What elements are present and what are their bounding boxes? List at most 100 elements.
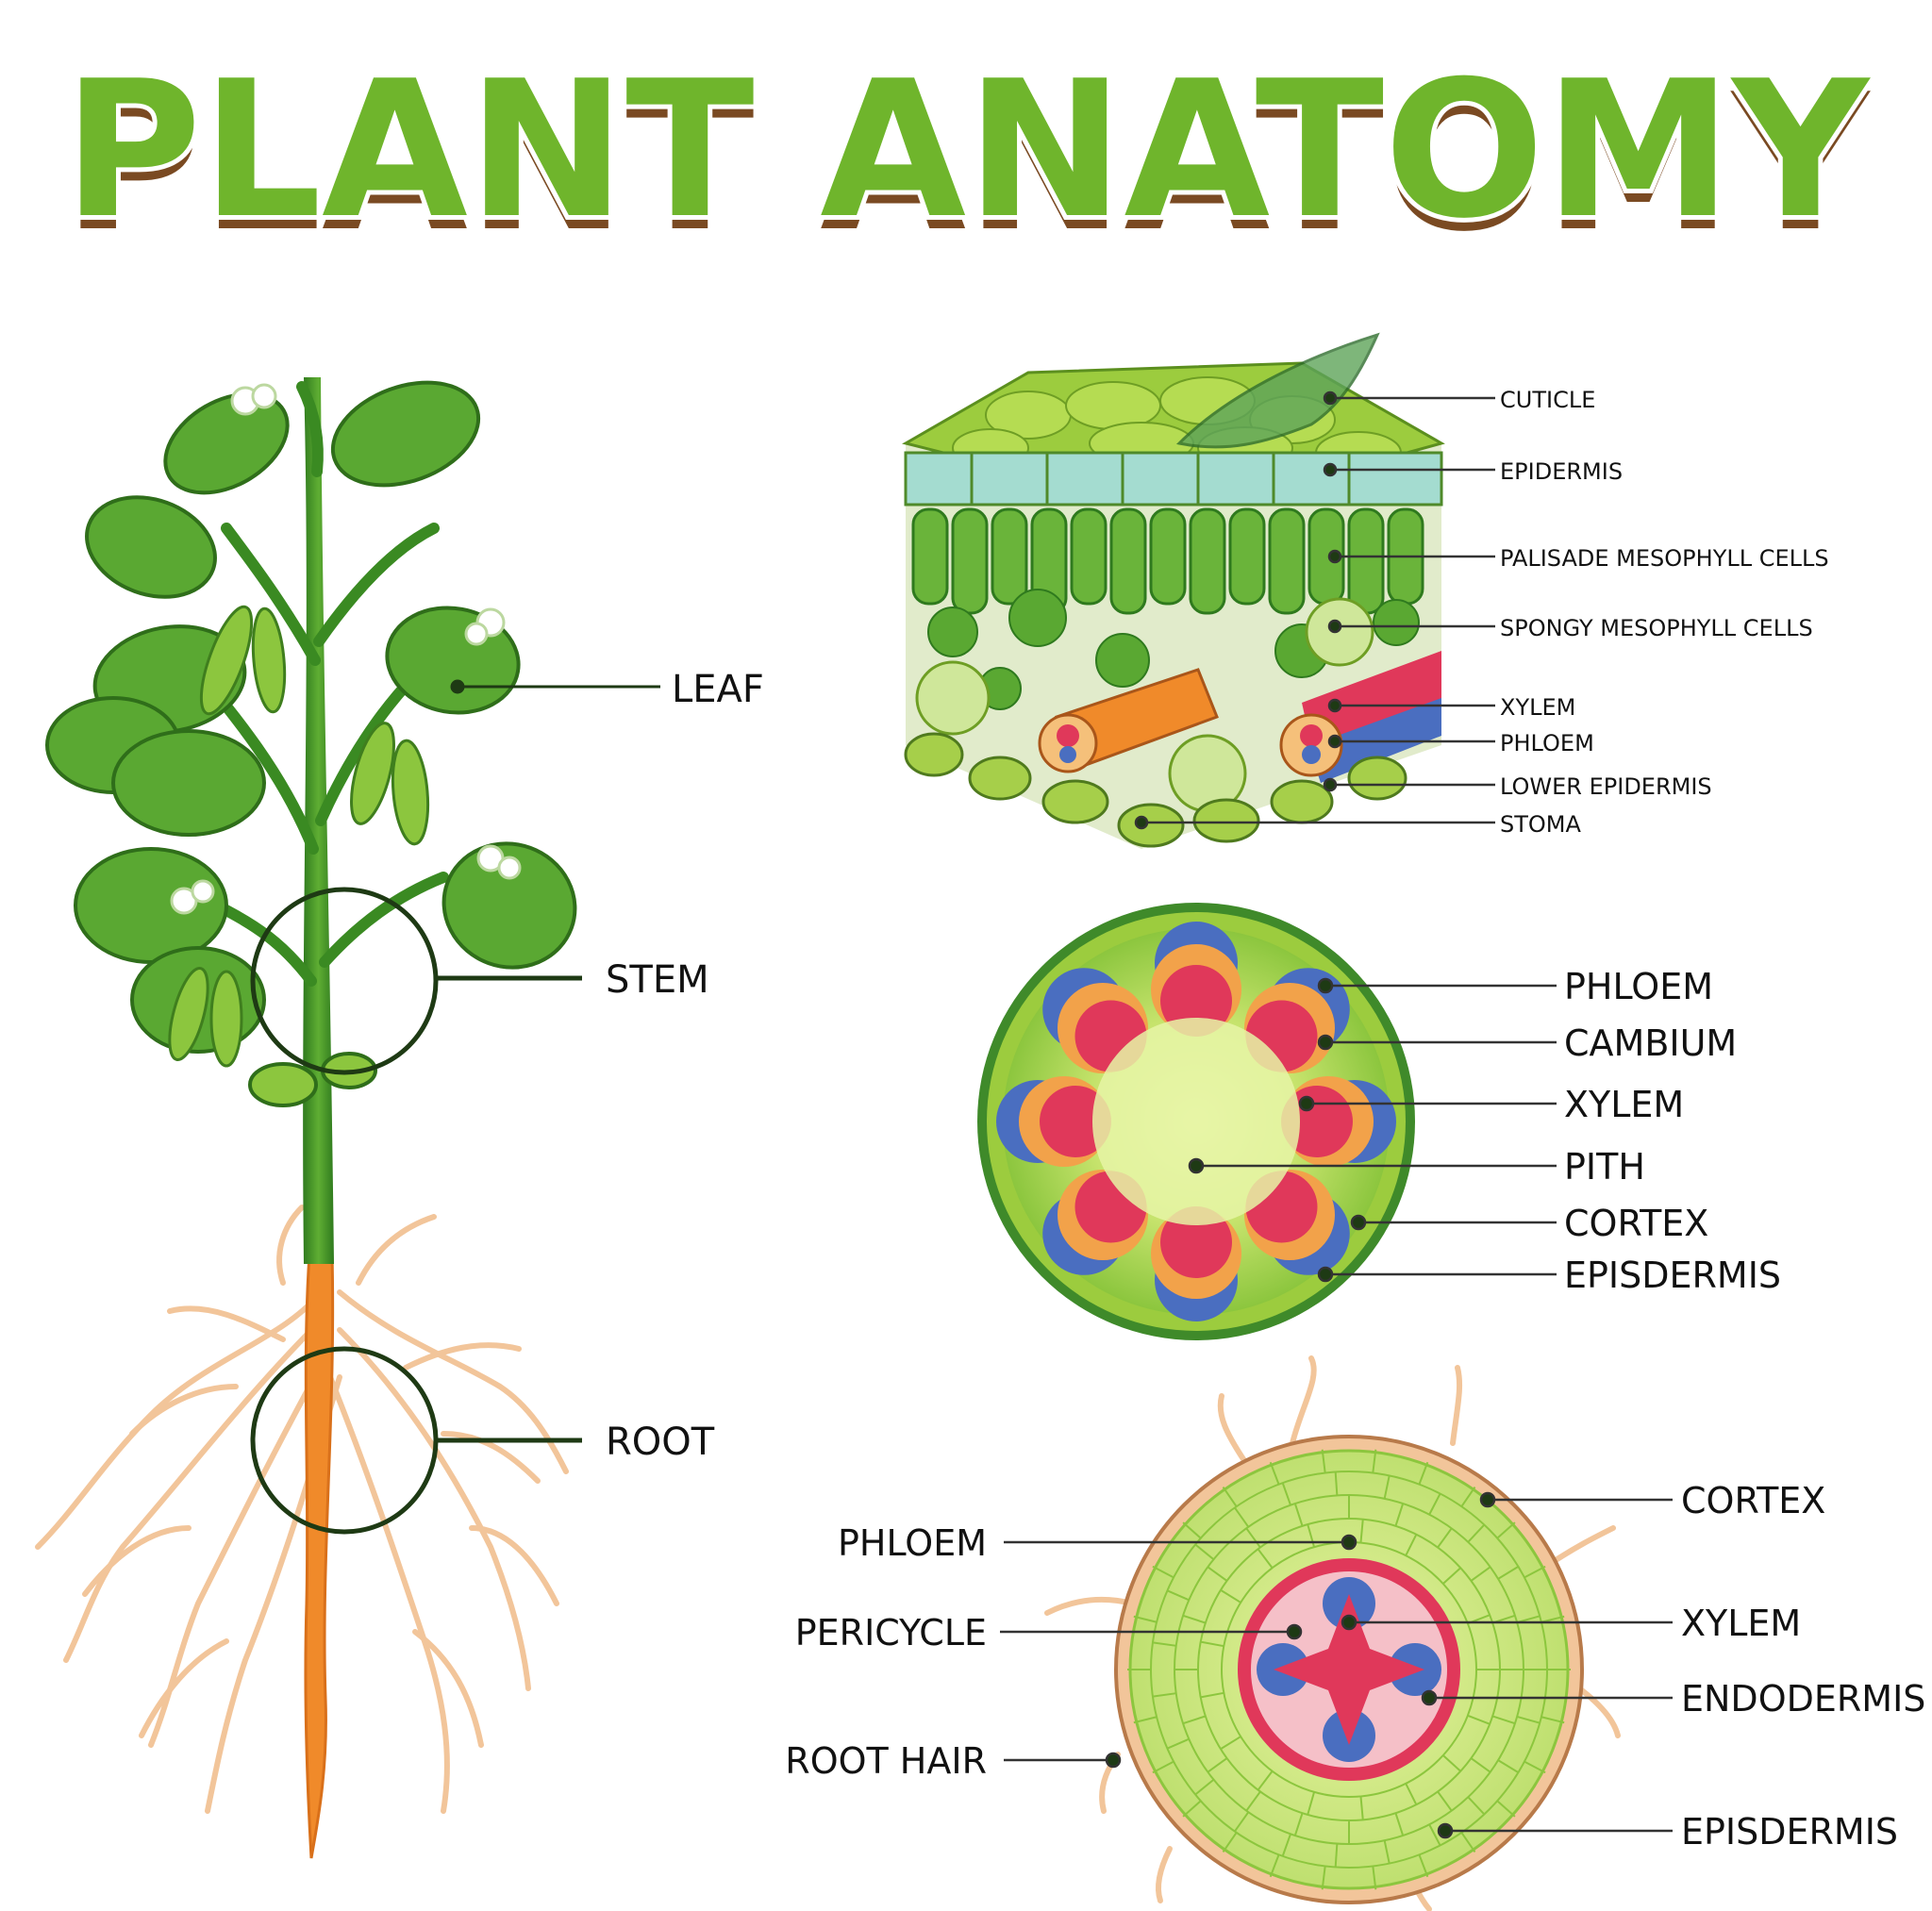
cortex-cell-wall bbox=[1442, 1567, 1461, 1585]
leaf-label-lower-epidermis: LOWER EPIDERMIS bbox=[1500, 773, 1712, 800]
cortex-cell-wall bbox=[1524, 1760, 1546, 1774]
root-label-endodermis: ENDODERMIS bbox=[1681, 1678, 1925, 1720]
cortex-cell-wall bbox=[1334, 1471, 1339, 1496]
cortex-cell-wall bbox=[1207, 1566, 1228, 1582]
cortex-cell-wall bbox=[1257, 1770, 1274, 1791]
cortex-cell-wall bbox=[1428, 1823, 1441, 1846]
leaf-label-cuticle: CUTICLE bbox=[1500, 387, 1595, 413]
root-label-pericycle: PERICYCLE bbox=[795, 1612, 987, 1653]
roots bbox=[35, 1205, 569, 1814]
cortex-cell-wall bbox=[1182, 1521, 1202, 1539]
cortex-cell-wall bbox=[1383, 1839, 1391, 1864]
plant-pointers bbox=[436, 679, 660, 1443]
leaf-labels: CUTICLE EPIDERMIS PALISADE MESOPHYLL CEL… bbox=[1500, 387, 1829, 838]
cortex-cell-wall bbox=[1321, 1449, 1326, 1473]
leaf-cross-section: CUTICLE EPIDERMIS PALISADE MESOPHYLL CEL… bbox=[902, 332, 1829, 849]
cortex-cell-wall bbox=[1442, 1754, 1461, 1772]
cortex-cell-wall bbox=[1541, 1716, 1565, 1724]
root-label-episdermis: EPISDERMIS bbox=[1681, 1811, 1898, 1853]
stem-labels: PHLOEM CAMBIUM XYLEM PITH CORTEX EPISDER… bbox=[1564, 966, 1781, 1296]
cortex-cell-wall bbox=[1467, 1523, 1486, 1543]
cortex-cell-wall bbox=[1394, 1503, 1405, 1527]
leaf-pointers bbox=[1134, 391, 1495, 830]
cortex-cell-wall bbox=[1496, 1521, 1516, 1539]
cortex-cell-wall bbox=[1418, 1461, 1429, 1486]
cortex-cell-wall bbox=[1321, 1866, 1326, 1890]
stem-label-xylem: XYLEM bbox=[1564, 1084, 1684, 1125]
cortex-cell-wall bbox=[1467, 1796, 1486, 1816]
cortex-cell-wall bbox=[1405, 1534, 1418, 1556]
cortex-cell-wall bbox=[1383, 1475, 1391, 1500]
title-text: PLANT ANATOMY bbox=[63, 41, 1871, 260]
cortex-cell-wall bbox=[1372, 1866, 1377, 1890]
leaf-label-phloem: PHLOEM bbox=[1500, 730, 1594, 756]
root-cortex-cells bbox=[1127, 1449, 1571, 1890]
cortex-cell-wall bbox=[1194, 1543, 1215, 1561]
cortex-cell-wall bbox=[1257, 1548, 1274, 1569]
leaf-label-xylem: XYLEM bbox=[1500, 694, 1575, 721]
stem-pointers bbox=[1188, 977, 1557, 1283]
cortex-cell-wall bbox=[1293, 1503, 1304, 1527]
leaf-label-spongy: SPONGY MESOPHYLL CELLS bbox=[1500, 615, 1813, 641]
root-label-root-hair: ROOT HAIR bbox=[785, 1740, 987, 1782]
cortex-cell-wall bbox=[1334, 1843, 1339, 1868]
root-cross-section: PHLOEM PERICYCLE ROOT HAIR CORTEX XYLEM … bbox=[785, 1355, 1925, 1911]
cortex-cell-wall bbox=[1497, 1566, 1519, 1580]
cortex-cell-wall bbox=[1194, 1778, 1215, 1796]
tap-root bbox=[304, 1253, 335, 1859]
cortex-cell-wall bbox=[1437, 1527, 1453, 1549]
cortex-cell-wall bbox=[1166, 1589, 1190, 1602]
cortex-cell-wall bbox=[1133, 1615, 1158, 1623]
cortex-cell-wall bbox=[1394, 1812, 1405, 1836]
cortex-cell-wall bbox=[1293, 1812, 1304, 1836]
root-pointers bbox=[1000, 1491, 1673, 1839]
cortex-cell-wall bbox=[1281, 1833, 1291, 1857]
cortex-cell-wall bbox=[1152, 1641, 1176, 1647]
cortex-cell-wall bbox=[1359, 1519, 1364, 1543]
cortex-cell-wall bbox=[1269, 1853, 1280, 1878]
cortex-cell-wall bbox=[1524, 1565, 1546, 1579]
cortex-cell-wall bbox=[1152, 1565, 1174, 1579]
cortex-cell-wall bbox=[1359, 1796, 1364, 1820]
cortex-cell-wall bbox=[1418, 1853, 1429, 1878]
xylem-patch bbox=[1040, 1086, 1111, 1157]
root-label-phloem: PHLOEM bbox=[838, 1522, 987, 1564]
cortex-cell-wall bbox=[1234, 1811, 1250, 1833]
cortex-cell-wall bbox=[1152, 1760, 1174, 1774]
root-label-cortex: CORTEX bbox=[1681, 1480, 1825, 1521]
cortex-cell-wall bbox=[1245, 1527, 1261, 1549]
cortex-cell-wall bbox=[1222, 1832, 1238, 1853]
leaf-label-epidermis: EPIDERMIS bbox=[1500, 458, 1623, 485]
cortex-cell-wall bbox=[1133, 1716, 1158, 1724]
root-vascular bbox=[1257, 1577, 1441, 1762]
cortex-cell-wall bbox=[1307, 1791, 1316, 1816]
cortex-cell-wall bbox=[1460, 1832, 1476, 1853]
cortex-cell-wall bbox=[1207, 1757, 1228, 1773]
stem-callout-circle bbox=[250, 887, 439, 1075]
cortex-cell-wall bbox=[1496, 1800, 1516, 1818]
cortex-cell-wall bbox=[1470, 1757, 1491, 1773]
cortex-cell-wall bbox=[1269, 1461, 1280, 1486]
cortex-cell-wall bbox=[1497, 1759, 1519, 1773]
cortex-cell-wall bbox=[1281, 1482, 1291, 1506]
cortex-cell-wall bbox=[1222, 1487, 1238, 1507]
xylem-patch bbox=[1160, 1206, 1232, 1278]
root-labels: PHLOEM PERICYCLE ROOT HAIR CORTEX XYLEM … bbox=[785, 1480, 1925, 1853]
cortex-cell-wall bbox=[1245, 1790, 1261, 1812]
cortex-cell-wall bbox=[1220, 1736, 1241, 1751]
cortex-cell-wall bbox=[1372, 1449, 1377, 1473]
cortex-cell-wall bbox=[1234, 1506, 1250, 1528]
cortex-cell-wall bbox=[1405, 1783, 1418, 1805]
xylem-patch bbox=[1160, 965, 1232, 1037]
leaf-label-palisade: PALISADE MESOPHYLL CELLS bbox=[1500, 545, 1829, 572]
cortex-cell-wall bbox=[1516, 1715, 1541, 1724]
stem-label-cambium: CAMBIUM bbox=[1564, 1022, 1737, 1064]
cortex-cell-wall bbox=[1220, 1588, 1241, 1604]
bean-pods bbox=[168, 605, 430, 1068]
title-shadow: PLANT ANATOMY bbox=[63, 54, 1871, 274]
label-leaf: LEAF bbox=[672, 668, 764, 711]
cortex-cell-wall bbox=[1152, 1692, 1176, 1698]
cortex-cell-wall bbox=[1470, 1566, 1491, 1582]
cortex-cell-wall bbox=[1491, 1715, 1516, 1725]
